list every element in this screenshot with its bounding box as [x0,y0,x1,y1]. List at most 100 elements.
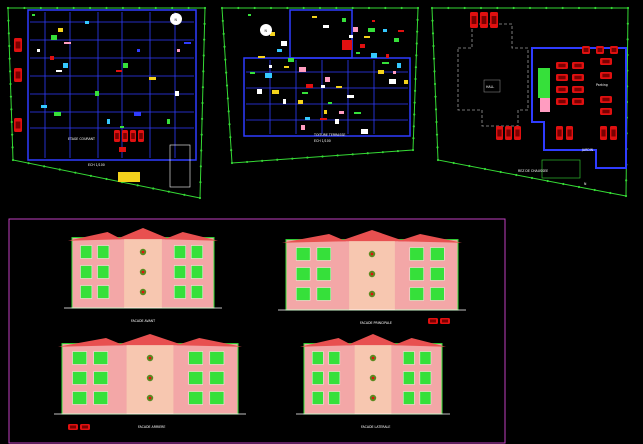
boundary-stake [414,77,417,81]
floor-plan-2: N TOITURE TERRASSE ECH 1/100 [220,6,420,165]
window [328,351,341,365]
room-fixture [354,112,361,114]
north-arrow-1 [170,13,182,25]
boundary-stake [624,194,628,198]
room-fixture [398,30,404,32]
room-fixture [120,126,124,128]
boundary-stake [237,6,240,10]
boundary-stake [72,6,75,10]
boundary-stake [121,6,125,10]
boundary-stake [229,136,232,139]
roof-right [397,234,462,243]
window [191,265,203,279]
boundary-stake [530,176,534,180]
window [312,371,324,385]
boundary-stake [230,148,233,152]
room-fixture [123,63,128,68]
boundary-stake [202,54,205,57]
room-fixture [397,63,401,68]
boundary-stake [8,70,12,73]
boundary-stake [321,155,324,158]
room-fixture [258,56,265,58]
boundary-stake [413,113,416,116]
room-fixture [349,35,353,38]
boundary-stake [6,6,10,10]
room-fixture [257,89,262,94]
boundary-stake [9,82,12,86]
boundary-stake [366,152,369,155]
boundary-stake [276,158,279,161]
elevations-frame [8,218,506,444]
car-window [602,97,610,102]
car-window [481,16,487,24]
window [328,371,341,385]
car-window [491,16,497,24]
boundary-stake [515,173,518,177]
car-window [115,133,119,139]
car-window [558,63,566,68]
window [316,247,331,261]
rosette-center [148,376,152,380]
car-window [558,87,566,92]
boundary-stake [594,6,597,10]
room-fixture [342,18,346,22]
boundary-stake [199,165,202,168]
boundary-stake [74,171,77,174]
stair-pink [540,98,550,112]
window [188,351,204,365]
boundary-stake [167,190,170,193]
boundary-stake [351,6,354,10]
boundary-stake [335,6,338,10]
elevation-front: FACADE AVANT [64,228,222,323]
car-window [602,109,610,114]
car-window [597,48,603,52]
boundary-stake [432,57,436,60]
boundary-stake [496,6,499,10]
room-fixture [288,58,294,62]
room-fixture [281,41,287,46]
room-fixture [371,53,377,58]
boundary-stake [545,6,548,10]
detail-box-1 [169,144,191,188]
window [316,267,331,281]
elevation-main: FACADE PRINCIPALE [278,230,466,325]
window [409,287,424,301]
window [188,371,204,385]
boundary-stake [412,137,415,140]
boundary-stake [396,149,400,153]
room-fixture [298,100,303,104]
car-window [558,99,566,104]
window [296,247,311,261]
room-fixture [301,125,305,130]
car-window [430,319,436,323]
room-fixture [394,38,399,42]
plan-title-1: ETAGE COURANT [68,137,95,141]
room-fixture [50,56,54,60]
elevation-title: FACADE PRINCIPALE [360,321,392,325]
room-fixture [149,77,156,80]
car-window [602,59,610,64]
room-fixture [54,112,61,116]
window [174,265,186,279]
boundary-stake [610,6,613,10]
boundary-stake [512,6,515,10]
boundary-stake [10,120,13,124]
car-window [123,133,127,139]
boundary-stake [154,6,157,10]
room-fixture [119,147,126,152]
boundary-stake [269,6,273,10]
car-window [70,425,76,429]
room-fixture [177,49,180,52]
boundary-stake [431,32,435,35]
car-window [558,75,566,80]
car-window [567,129,572,137]
room-fixture [323,25,329,28]
boundary-stake [499,170,502,174]
room-fixture [320,118,327,120]
boundary-stake [105,6,108,10]
room-fixture [372,20,375,22]
north-label-3: N [584,182,587,186]
window [174,285,186,299]
boundary-stake [200,149,203,152]
